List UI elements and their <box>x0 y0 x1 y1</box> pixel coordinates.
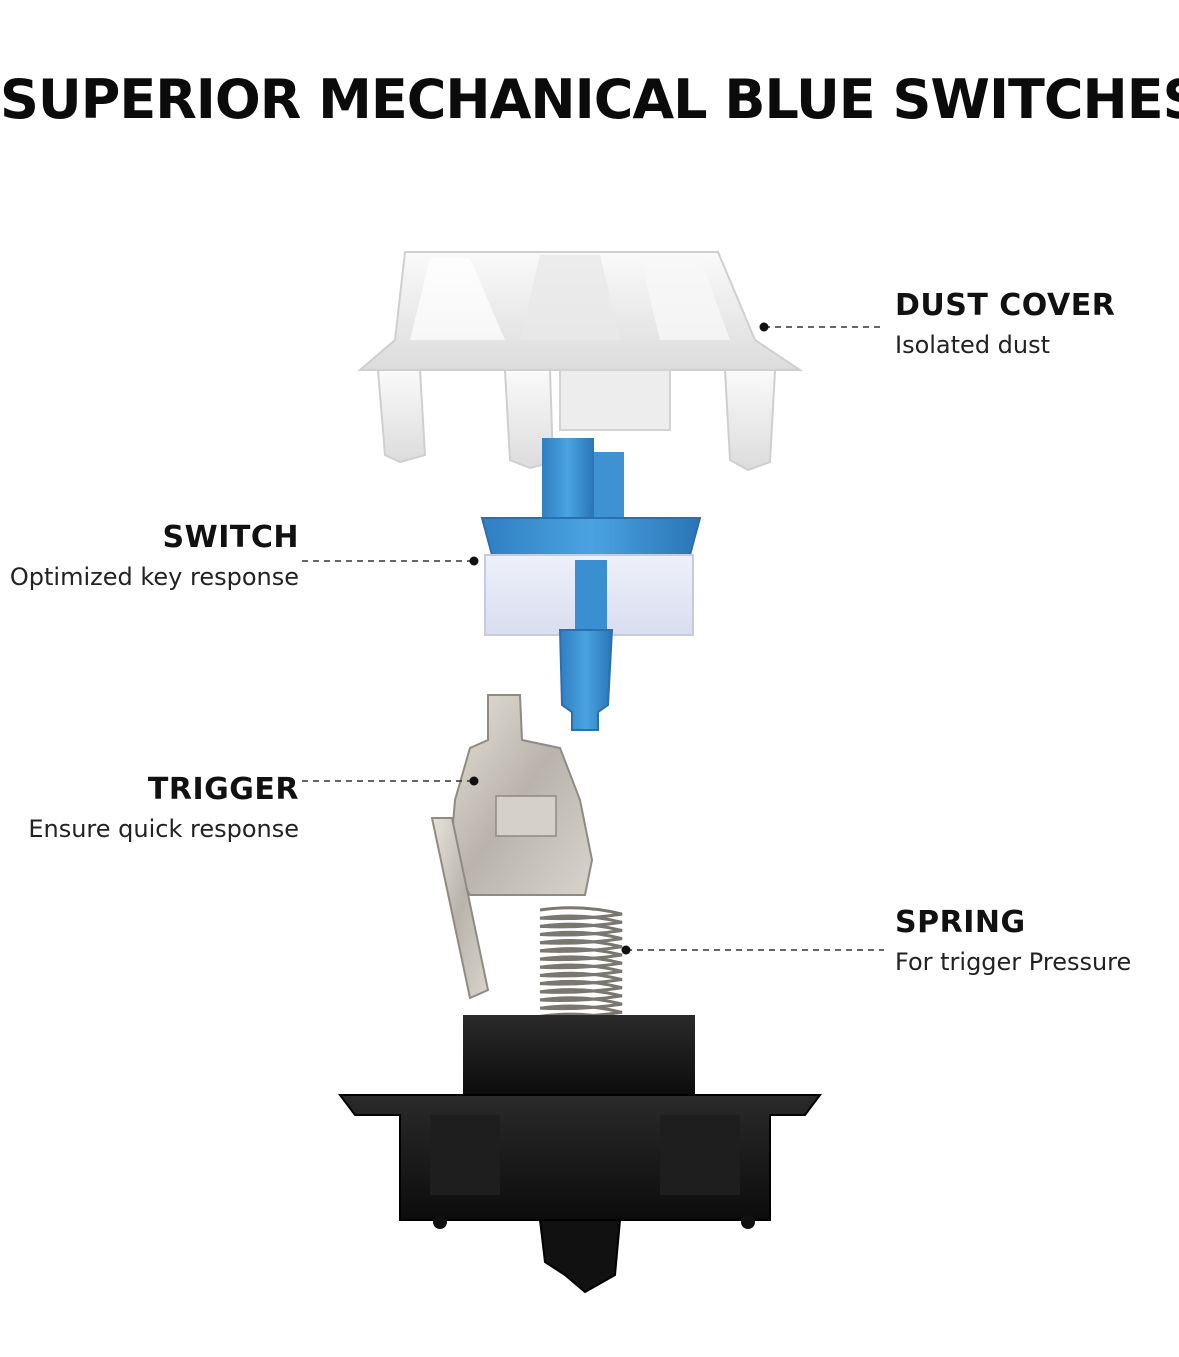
dust-cover-dot <box>759 322 769 332</box>
spring-coil <box>539 939 623 953</box>
spring-coil <box>539 971 623 986</box>
switch-stem-part <box>480 438 702 731</box>
switch-name: SWITCH <box>162 520 299 555</box>
dust-cover-label: DUST COVER Isolated dust <box>895 288 1115 359</box>
spring-coil <box>539 979 623 994</box>
page-title: SUPERIOR MECHANICAL BLUE SWITCHES <box>0 68 1179 131</box>
dust-cover-name: DUST COVER <box>895 288 1116 323</box>
spring-coil <box>539 947 623 962</box>
trigger-name: TRIGGER <box>147 772 299 807</box>
spring-dot <box>621 945 631 955</box>
spring-coil <box>539 930 623 945</box>
spring-coil <box>539 914 623 929</box>
spring-coil <box>539 963 623 978</box>
dust-cover-desc: Isolated dust <box>895 331 1051 359</box>
base-housing-part <box>338 1015 822 1294</box>
dust-cover-part <box>357 251 804 472</box>
trigger-label: TRIGGER Ensure quick response <box>28 772 299 843</box>
spring-coil <box>539 906 623 921</box>
trigger-desc: Ensure quick response <box>28 815 299 843</box>
spring-coil <box>539 922 623 937</box>
spring-coil <box>539 955 623 970</box>
spring-desc: For trigger Pressure <box>895 948 1132 976</box>
spring-coil <box>539 996 623 1011</box>
switch-desc: Optimized key response <box>9 563 299 591</box>
spring-coil <box>539 988 623 1002</box>
switch-dot <box>469 556 479 566</box>
spring-label: SPRING For trigger Pressure <box>895 905 1131 976</box>
leader-lines <box>302 326 884 951</box>
trigger-dot <box>469 776 479 786</box>
trigger-part <box>430 694 594 1000</box>
switch-label: SWITCH Optimized key response <box>10 520 299 591</box>
spring-name: SPRING <box>895 905 1026 940</box>
